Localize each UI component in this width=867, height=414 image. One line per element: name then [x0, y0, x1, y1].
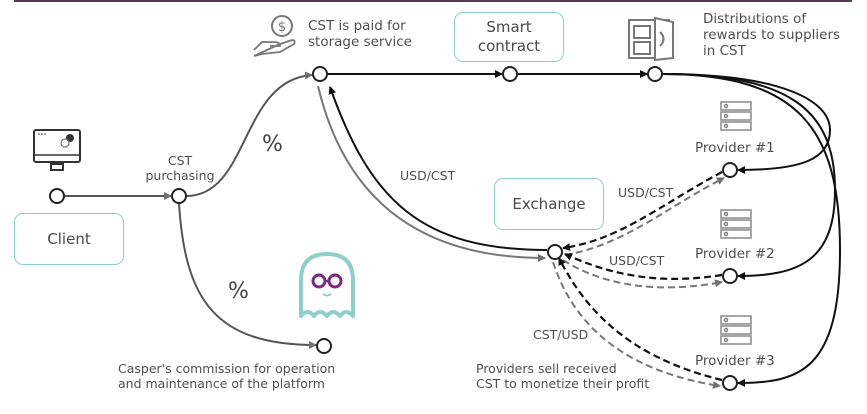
client-label: Client [47, 229, 91, 248]
node-paid [312, 66, 328, 82]
usd-cst-p1-label: USD/CST [618, 185, 674, 200]
smart-contract-box[interactable]: Smart contract [454, 12, 564, 62]
title-bar [14, 0, 852, 2]
cst-usd-p3-label: CST/USD [533, 327, 589, 342]
server-icon [720, 209, 752, 239]
node-safe [647, 66, 663, 82]
node-casper [316, 338, 332, 354]
node-exchange [547, 244, 563, 260]
server-icon [720, 315, 752, 345]
percent-top-label: % [262, 132, 283, 157]
edge-p3-exchange [558, 257, 723, 382]
edge-exchange-p2 [562, 259, 723, 289]
ghost-logo-icon [299, 252, 355, 318]
edge-paid-exchange [317, 85, 546, 262]
provider1-label: Provider #1 [695, 140, 775, 156]
edge-p1-exchange [562, 171, 723, 251]
provider2-label: Provider #2 [695, 246, 775, 262]
exchange-box[interactable]: Exchange [494, 178, 604, 230]
edge-safe-provider3 [661, 73, 842, 387]
server-icon [720, 101, 752, 131]
smart-contract-label: Smart contract [477, 18, 541, 55]
hand-coin-icon: $ [253, 15, 296, 57]
provider3-label: Provider #3 [695, 353, 775, 369]
exchange-label: Exchange [512, 194, 586, 213]
usd-cst-p2-label: USD/CST [609, 253, 665, 268]
providers-sell-label: Providers sell received CST to monetize … [476, 361, 650, 391]
percent-bottom-label: % [228, 279, 249, 304]
client-box[interactable]: Client [14, 213, 124, 265]
cst-paid-label: CST is paid for storage service [308, 18, 412, 50]
node-client [49, 188, 65, 204]
edge-safe-provider1 [661, 73, 832, 174]
edge-exchange-p1 [564, 177, 725, 256]
node-provider3 [722, 375, 738, 391]
edge-purchasing-paid [185, 71, 313, 197]
node-provider1 [722, 162, 738, 178]
edge-p2-exchange [564, 253, 723, 280]
edge-exchange-paid [328, 86, 548, 251]
edge-purchasing-casper [178, 202, 317, 349]
casper-commission-label: Casper's commission for operation and ma… [118, 361, 336, 391]
cst-purchasing-label: CST purchasing [145, 153, 215, 183]
node-purchasing [171, 188, 187, 204]
safe-vault-icon [628, 16, 674, 62]
edge-exchange-p3 [552, 261, 721, 389]
node-provider2 [722, 268, 738, 284]
node-contract [502, 66, 518, 82]
usd-cst-main-label: USD/CST [400, 168, 456, 183]
distributions-label: Distributions of rewards to suppliers in… [703, 11, 841, 59]
svg-text:$: $ [278, 20, 286, 35]
computer-settings-icon [33, 129, 81, 171]
